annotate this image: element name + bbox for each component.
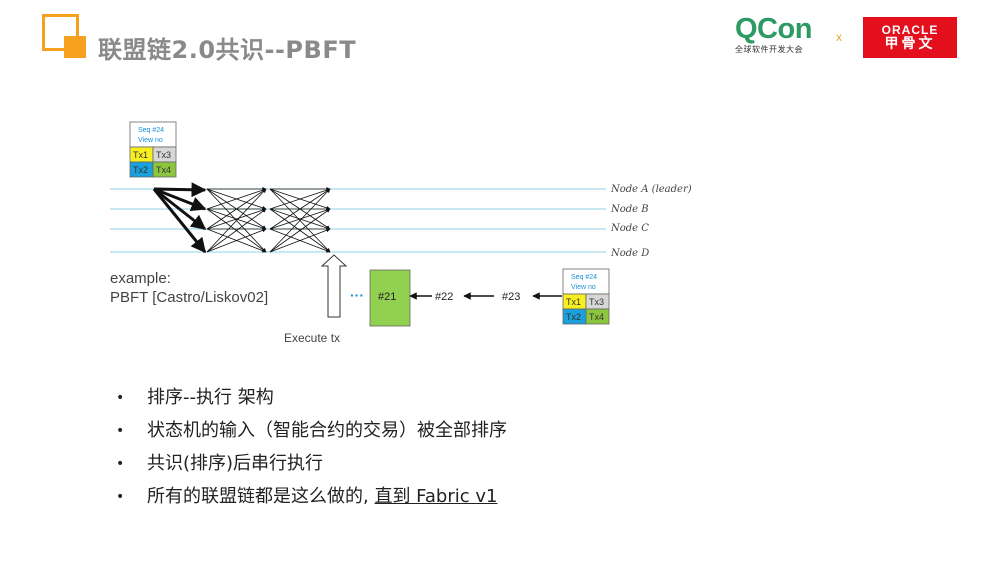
svg-text:#21: #21 <box>378 291 396 303</box>
execute-label: Execute tx <box>284 331 340 345</box>
node-label-c: Node C <box>610 223 649 234</box>
example-label: example: <box>110 270 171 287</box>
example-citation: PBFT [Castro/Liskov02] <box>110 289 268 306</box>
svg-text:#22: #22 <box>435 291 453 303</box>
slide-corner-icon <box>42 14 86 58</box>
svg-text:Tx1: Tx1 <box>133 150 148 160</box>
svg-text:Tx4: Tx4 <box>156 165 171 175</box>
bullet-item: •排序--执行 架构 <box>116 387 274 408</box>
svg-text:Tx1: Tx1 <box>566 297 581 307</box>
commit-mesh <box>269 187 331 253</box>
bullet-item: •所有的联盟链都是这么做的, 直到 Fabric v1 <box>116 486 498 507</box>
prepare-mesh <box>206 187 267 253</box>
block-right: Seq #24 View no Tx1 Tx3 Tx2 Tx4 <box>562 268 610 325</box>
oracle-logo: ORACLE 甲骨文 <box>863 17 957 58</box>
broadcast-arrows <box>152 182 207 254</box>
svg-text:Tx2: Tx2 <box>133 165 148 175</box>
bullet-item: •共识(排序)后串行执行 <box>116 453 324 474</box>
fabric-link[interactable]: 直到 Fabric v1 <box>374 486 498 507</box>
svg-text:#23: #23 <box>502 291 520 303</box>
block-top: Seq #24 View no Tx1 Tx3 Tx2 Tx4 <box>129 121 177 178</box>
svg-text:View no: View no <box>138 137 163 144</box>
node-label-a: Node A (leader) <box>610 184 692 195</box>
bullet-item: •状态机的输入（智能合约的交易）被全部排序 <box>116 420 507 441</box>
execute-arrow <box>320 254 348 318</box>
block-21 <box>369 269 411 327</box>
times-separator: x <box>836 30 842 44</box>
chain-ellipsis: ··· <box>350 287 364 303</box>
svg-text:Seq #24: Seq #24 <box>138 127 164 134</box>
svg-text:Seq #24: Seq #24 <box>571 274 597 281</box>
node-label-d: Node D <box>610 248 649 259</box>
qcon-logo: QCon 全球软件开发大会 <box>735 13 812 54</box>
node-label-b: Node B <box>610 204 649 215</box>
bullet-list: •排序--执行 架构 •状态机的输入（智能合约的交易）被全部排序 •共识(排序)… <box>116 384 507 516</box>
page-title: 联盟链2.0共识--PBFT <box>98 36 357 64</box>
svg-text:Tx3: Tx3 <box>156 150 171 160</box>
svg-text:View no: View no <box>571 284 596 291</box>
svg-text:Tx4: Tx4 <box>589 312 604 322</box>
svg-text:Tx3: Tx3 <box>589 297 604 307</box>
svg-text:Tx2: Tx2 <box>566 312 581 322</box>
